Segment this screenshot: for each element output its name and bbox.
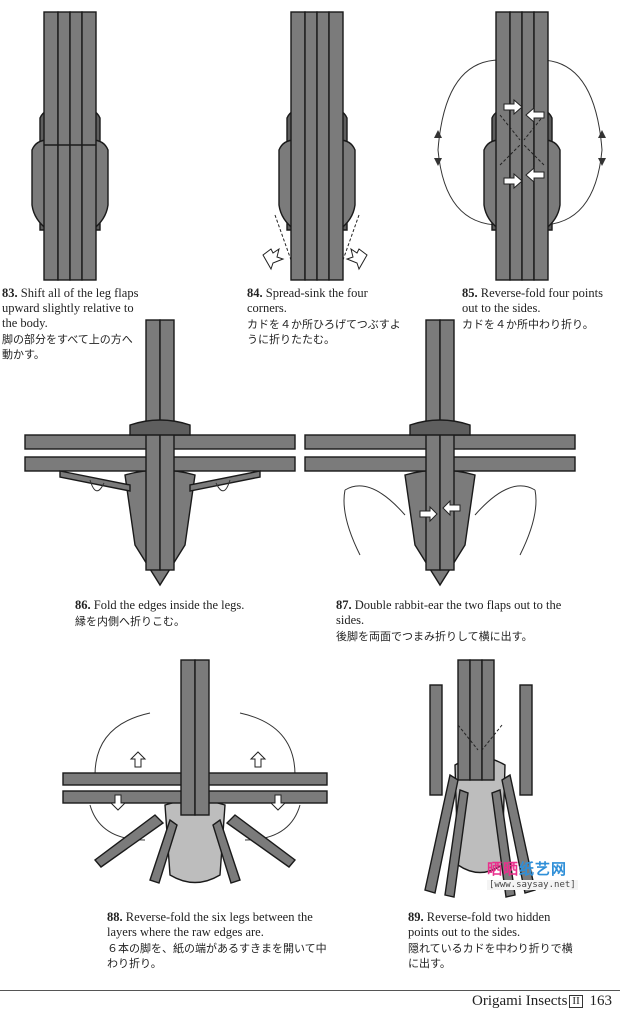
- book-title: Origami Insects: [472, 993, 567, 1009]
- step-87-diagram: [300, 315, 580, 595]
- step-text-jp: 後脚を両面でつまみ折りして横に出す。: [336, 629, 576, 644]
- step-88-caption: 88. Reverse-fold the six legs between th…: [107, 910, 327, 971]
- step-86-caption: 86. Fold the edges inside the legs. 縁を内側…: [75, 598, 295, 629]
- step-84-diagram: [245, 0, 385, 285]
- step-text: Reverse-fold the six legs between the la…: [107, 910, 313, 939]
- step-number: 86.: [75, 598, 91, 612]
- footer-divider: [0, 990, 620, 991]
- step-85-diagram: [420, 0, 620, 285]
- step-86-diagram: [20, 315, 300, 595]
- step-89-caption: 89. Reverse-fold two hidden points out t…: [408, 910, 578, 971]
- watermark-url: [www.saysay.net]: [487, 880, 578, 890]
- step-number: 87.: [336, 598, 352, 612]
- step-88-diagram: [55, 655, 335, 905]
- step-text-jp: ６本の脚を、紙の端があるすきまを開いて中わり折り。: [107, 941, 327, 971]
- step-text-jp: 縁を内側へ折りこむ。: [75, 614, 295, 629]
- step-number: 88.: [107, 910, 123, 924]
- page-number: 163: [590, 993, 613, 1009]
- step-text: Double rabbit-ear the two flaps out to t…: [336, 598, 561, 627]
- step-text: Reverse-fold four points out to the side…: [462, 286, 603, 315]
- step-83-diagram: [0, 0, 140, 285]
- step-text: Spread-sink the four corners.: [247, 286, 368, 315]
- watermark-text-pink: 晒晒: [487, 860, 519, 878]
- step-text-jp: 隠れているカドを中わり折りで横に出す。: [408, 941, 578, 971]
- site-watermark: 晒晒纸艺网 [www.saysay.net]: [487, 858, 595, 898]
- step-number: 83.: [2, 286, 18, 300]
- step-number: 84.: [247, 286, 263, 300]
- step-87-caption: 87. Double rabbit-ear the two flaps out …: [336, 598, 576, 644]
- volume-number: II: [569, 995, 582, 1008]
- step-number: 89.: [408, 910, 424, 924]
- step-number: 85.: [462, 286, 478, 300]
- watermark-text-blue: 纸艺网: [519, 860, 567, 878]
- step-text: Fold the edges inside the legs.: [94, 598, 245, 612]
- step-text: Reverse-fold two hidden points out to th…: [408, 910, 550, 939]
